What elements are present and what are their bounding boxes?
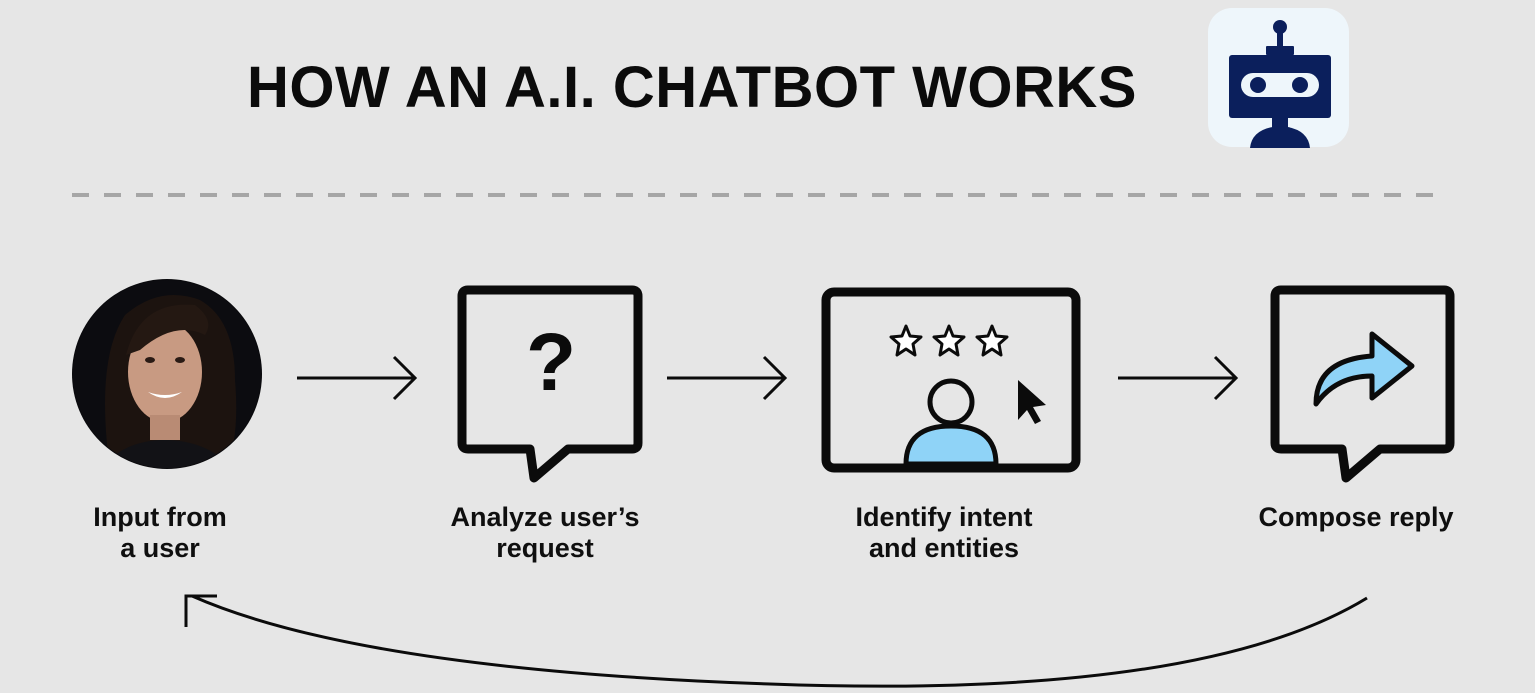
page-title: HOW AN A.I. CHATBOT WORKS — [247, 55, 1137, 120]
loop-return-arrowhead — [184, 594, 217, 627]
star-icon — [975, 324, 1009, 357]
robot-icon — [1208, 8, 1349, 148]
step-label-compose: Compose reply — [1258, 502, 1453, 532]
step-label-analyze-line2: request — [496, 533, 594, 563]
user-avatar — [72, 279, 262, 469]
question-speech-bubble-icon: ? — [457, 285, 643, 483]
step-label-analyze: Analyze user’s — [450, 502, 639, 532]
rated-person-screen-icon — [821, 287, 1081, 473]
flow-arrowhead-2 — [762, 355, 788, 401]
cursor-arrow-icon — [1018, 380, 1046, 424]
flow-arrowhead-3 — [1213, 355, 1239, 401]
loop-return-arrow — [191, 594, 1368, 688]
step-label-input-line2: a user — [120, 533, 200, 563]
step-label-identify: Identify intent — [856, 502, 1033, 532]
reply-speech-bubble-icon — [1270, 285, 1455, 483]
question-mark-icon: ? — [526, 317, 576, 408]
share-arrow-icon — [1313, 331, 1415, 407]
person-head-icon — [927, 378, 975, 426]
star-icon — [889, 324, 923, 357]
person-body-icon — [903, 423, 999, 467]
star-icon — [932, 324, 966, 357]
step-label-input: Input from — [93, 502, 226, 532]
step-label-identify-line2: and entities — [869, 533, 1019, 563]
flow-arrowhead-1 — [392, 355, 418, 401]
